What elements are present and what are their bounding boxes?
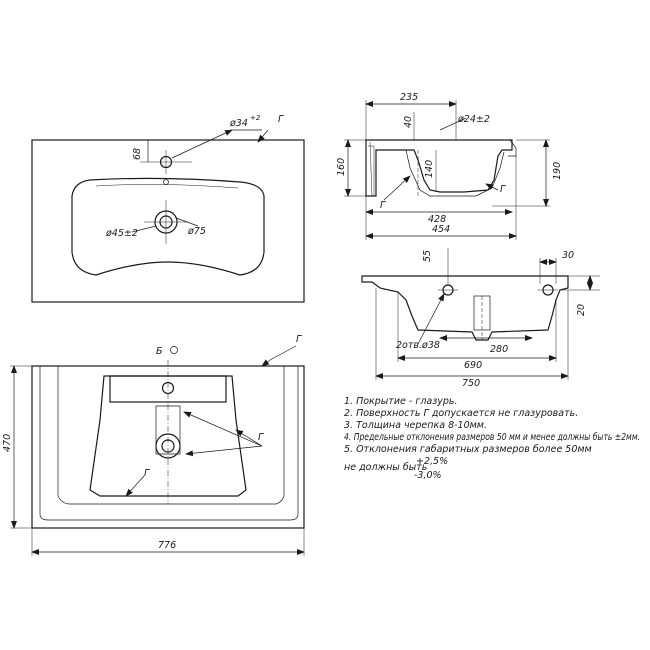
tolerance-lower: -3,0% — [414, 470, 442, 481]
back-view: 55 30 20 2отв.ø38 280 690 750 — [361, 248, 600, 389]
dim-drain-outer-label: ø75 — [187, 226, 206, 237]
basin-bowl — [71, 177, 265, 276]
dim-428-label: 428 — [428, 214, 446, 225]
drain-stem — [155, 405, 181, 455]
dim-drain-label: ø45±2 — [105, 228, 138, 239]
dim-776-label: 776 — [158, 540, 176, 551]
tolerance-upper: +2,5% — [416, 456, 448, 467]
top-outline — [31, 139, 305, 303]
dim-280-label: 280 — [490, 344, 508, 355]
dim-68-label: 68 — [132, 148, 143, 160]
dim-190-label: 190 — [552, 162, 563, 180]
top-view: ø34 +2 Г 68 ø45±2 ø75 — [31, 114, 305, 303]
back-elevation-outline — [361, 275, 569, 341]
surface-mark-bottom-right: Г — [258, 432, 264, 443]
dim-140-label: 140 — [424, 160, 435, 178]
note-2: 2. Поверхность Г допускается не глазуров… — [344, 408, 578, 419]
dim-40-label: 40 — [403, 116, 414, 128]
bottom-view: Б Г Г Г 470 776 — [2, 334, 305, 556]
tolerance-prefix: не должны быть — [344, 462, 427, 473]
note-4: 4. Предельные отклонения размеров 50 мм … — [344, 432, 640, 443]
side-section-outline — [365, 139, 513, 197]
note-1: 1. Покрытие - глазурь. — [344, 396, 458, 407]
overflow-hole — [163, 179, 169, 185]
basin-underside — [89, 375, 247, 497]
notes-block: 1. Покрытие - глазурь. 2. Поверхность Г … — [344, 396, 640, 481]
side-view: 235 40 ø24±2 160 140 190 428 454 Г Г — [336, 92, 563, 240]
surface-mark-bottom-left: Г — [144, 468, 150, 479]
surface-mark-side-right: Г — [500, 184, 506, 195]
dim-20-label: 20 — [576, 304, 587, 316]
surface-mark-side-left: Г — [380, 200, 386, 211]
drain-pipe-stub — [473, 295, 491, 331]
dim-55-label: 55 — [422, 250, 433, 262]
surface-mark-top: Г — [278, 114, 284, 125]
dim-24-label: ø24±2 — [457, 114, 490, 125]
section-marker — [170, 346, 178, 354]
dim-750-label: 750 — [462, 378, 480, 389]
note-5: 5. Отклонения габаритных размеров более … — [344, 444, 592, 455]
dim-454-label: 454 — [432, 224, 450, 235]
dim-30-label: 30 — [562, 250, 574, 261]
section-mark: Б — [156, 346, 163, 357]
holes-label: 2отв.ø38 — [396, 340, 440, 351]
dim-hole-tol: +2 — [250, 114, 261, 122]
surface-mark-bottom-top: Г — [296, 334, 302, 345]
dim-690-label: 690 — [464, 360, 482, 371]
dim-hole-label: ø34 — [229, 118, 248, 129]
dim-160-label: 160 — [336, 158, 347, 176]
dim-235-label: 235 — [400, 92, 418, 103]
dim-470-label: 470 — [2, 434, 13, 452]
note-3: 3. Толщина черепка 8-10мм. — [344, 420, 487, 431]
